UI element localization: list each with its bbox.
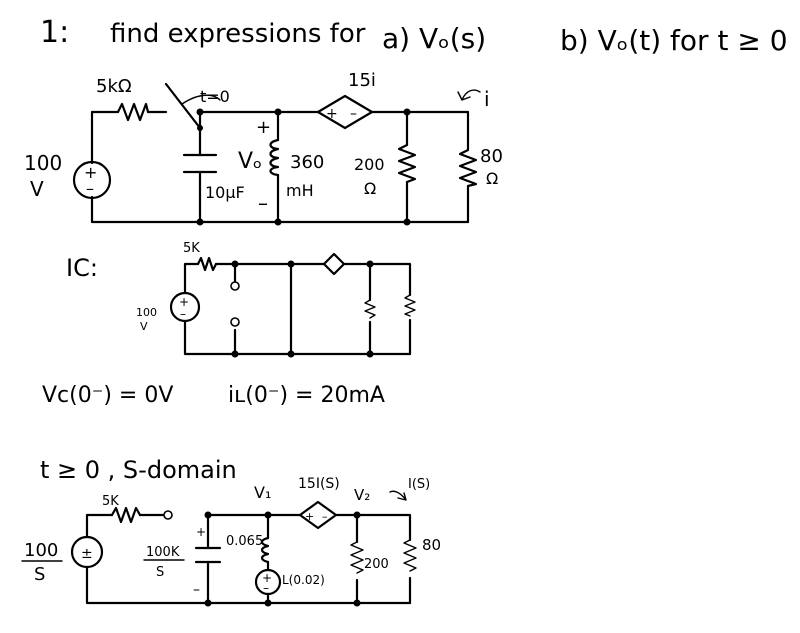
problem-number: 1: [40, 15, 69, 50]
vo-minus: – [258, 191, 268, 215]
sdomain-current-label: I(S) [408, 477, 430, 492]
main-circuit: + – + – [72, 82, 481, 226]
sdomain-inductor-label: 0.065 [226, 534, 263, 549]
sdomain-dep-source-label: 15I(S) [298, 476, 340, 492]
svg-text:–: – [86, 179, 94, 198]
svg-text:–: – [322, 510, 328, 523]
node-v1-label: V₁ [254, 483, 271, 502]
sdomain-circuit: + – + – ± [70, 490, 417, 607]
vc-condition: Vc(0⁻) = 0V [42, 383, 173, 408]
source-value: 100 [24, 151, 62, 175]
sdomain-resistor-label: 5K [102, 494, 119, 509]
svg-text:–: – [350, 106, 357, 122]
ic-source-value: 100 [136, 306, 157, 319]
current-arrow [457, 89, 481, 101]
problem-statement: find expressions for [110, 19, 366, 49]
current-label: i [484, 87, 490, 111]
capacitor [182, 153, 218, 174]
vo-label: Vₒ [238, 149, 262, 174]
svg-text:–: – [180, 307, 186, 321]
switch-label: t=0 [200, 87, 230, 106]
sdomain-r80-label: 80 [422, 536, 441, 554]
dep-source-label: 15i [348, 70, 376, 91]
svg-text:+: + [179, 295, 189, 309]
sdomain-cap-num: 100K [146, 545, 180, 560]
r200-unit: Ω [364, 179, 376, 198]
il-condition: iʟ(0⁻) = 20mA [228, 383, 385, 408]
sdomain-heading: t ≥ 0 , S-domain [40, 456, 237, 484]
source-unit: V [30, 177, 44, 201]
ic-circuit: + – [169, 252, 416, 358]
sdomain-source-den: S [34, 564, 45, 585]
r80-unit: Ω [486, 169, 498, 188]
sdomain-source-num: 100 [24, 540, 58, 561]
sdomain-minus: – [193, 582, 200, 598]
resistor-80 [458, 148, 478, 188]
inductor-value: 360 [290, 152, 324, 173]
node-v2-label: V₂ [354, 486, 370, 504]
sdomain-init-source-label: L(0.02) [282, 573, 325, 587]
ic-resistor-label: 5K [183, 241, 200, 256]
svg-text:±: ± [81, 546, 93, 562]
svg-text:+: + [84, 163, 97, 182]
capacitor-label: 10μF [205, 183, 245, 202]
sdomain-cap-den: S [156, 565, 164, 580]
inductor [269, 138, 280, 177]
part-b: b) Vₒ(t) for t ≥ 0 [560, 24, 788, 57]
sdomain-plus: + [196, 525, 206, 539]
r80-value: 80 [480, 146, 503, 167]
svg-text:+: + [326, 106, 338, 122]
resistor-200 [397, 143, 417, 184]
resistor-5k [116, 102, 150, 122]
ic-heading: IC: [66, 254, 98, 282]
ic-source-unit: V [140, 320, 148, 333]
vo-plus: + [256, 117, 271, 138]
part-a: a) Vₒ(s) [382, 22, 486, 55]
voltage-source: + – [72, 160, 112, 200]
resistor-label: 5kΩ [96, 76, 132, 97]
r200-value: 200 [354, 155, 385, 174]
sdomain-r200-label: 200 [364, 557, 389, 572]
svg-text:+: + [262, 571, 272, 585]
dependent-source: + – [316, 94, 374, 130]
switch [164, 82, 202, 130]
svg-text:–: – [263, 581, 269, 595]
svg-text:+: + [305, 510, 314, 523]
inductor-unit: mH [286, 181, 314, 200]
